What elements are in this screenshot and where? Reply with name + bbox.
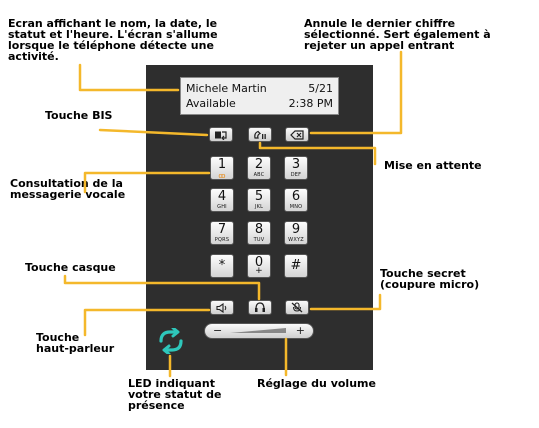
leader-messagerie <box>83 171 211 194</box>
callout-messagerie-line: messagerie vocale <box>10 188 126 201</box>
callout-annule-line: Annule le dernier chiffre <box>304 17 456 30</box>
key-letters: ABC <box>253 172 265 178</box>
leader-bis <box>98 128 209 137</box>
key-5[interactable]: 5 JKL <box>247 188 271 212</box>
presence-status: Available <box>186 97 236 110</box>
volume-wedge <box>230 328 286 333</box>
redial-icon <box>215 130 227 140</box>
key-4[interactable]: 4 GHI <box>210 188 234 212</box>
volume-up-button[interactable]: + <box>295 324 305 337</box>
key-8[interactable]: 8 TUV <box>247 221 271 245</box>
callout-casque: Touche casque <box>25 262 116 273</box>
key-digit: 3 <box>291 157 301 172</box>
key-digit: 1 <box>217 157 227 172</box>
backspace-button[interactable] <box>285 127 309 142</box>
phone-display: Michele Martin 5/21 Available 2:38 PM <box>180 77 339 115</box>
callout-annule-line: sélectionné. Sert également à <box>304 28 491 41</box>
volume-down-button[interactable]: − <box>213 324 223 337</box>
key-hash[interactable]: # <box>284 254 308 278</box>
key-digit: * <box>218 258 226 273</box>
key-3[interactable]: 3 DEF <box>284 156 308 180</box>
callout-attente-line: Mise en attente <box>384 159 482 172</box>
volume-control[interactable]: − + <box>204 323 314 339</box>
key-0[interactable]: 0 + <box>247 254 271 278</box>
callout-ecran-line: activité. <box>8 50 59 63</box>
leader-casque <box>63 274 261 301</box>
key-letters: GHI <box>217 204 227 210</box>
key-6[interactable]: 6 MNO <box>284 188 308 212</box>
callout-annule-line: rejeter un appel entrant <box>304 39 455 52</box>
leader-annule <box>309 50 403 135</box>
leader-hautparleur <box>83 308 211 337</box>
headset-icon <box>255 302 265 312</box>
key-digit: 7 <box>217 222 227 237</box>
display-time: 2:38 PM <box>288 97 333 110</box>
callout-led-line: votre statut de <box>128 388 222 401</box>
callout-hautparleur: Touche haut-parleur <box>36 332 114 354</box>
speaker-button[interactable] <box>210 300 234 315</box>
key-2[interactable]: 2 ABC <box>247 156 271 180</box>
callout-hautparleur-line: Touche <box>36 331 80 344</box>
key-digit: 2 <box>254 157 264 172</box>
key-letters: MNO <box>289 204 303 210</box>
callout-secret: Touche secret (coupure micro) <box>380 268 479 290</box>
callout-casque-line: Touche casque <box>25 261 116 274</box>
callout-ecran-line: Ecran affichant le nom, la date, le <box>8 17 218 30</box>
callout-secret-line: (coupure micro) <box>380 278 480 291</box>
callout-ecran-line: lorsque le téléphone détecte une <box>8 39 214 52</box>
key-digit: 4 <box>217 189 227 204</box>
redial-button[interactable] <box>209 127 233 142</box>
leader-ecran <box>78 63 180 92</box>
key-letters: + <box>255 266 263 276</box>
backspace-icon <box>290 129 304 140</box>
voicemail-icon: ꝏ <box>218 172 226 180</box>
phone-panel <box>146 65 373 370</box>
callout-ecran: Ecran affichant le nom, la date, le stat… <box>8 18 218 62</box>
key-digit: 9 <box>291 222 301 237</box>
key-letters: JKL <box>254 204 264 210</box>
callout-secret-line: Touche secret <box>380 267 466 280</box>
key-digit: 0 <box>254 255 264 270</box>
key-letters: WXYZ <box>288 237 304 243</box>
callout-led-line: LED indiquant <box>128 377 215 390</box>
key-7[interactable]: 7 PQRS <box>210 221 234 245</box>
key-1[interactable]: 1 ꝏ <box>210 156 234 180</box>
key-letters: TUV <box>253 237 265 243</box>
key-letters: DEF <box>290 172 302 178</box>
key-digit: 6 <box>291 189 301 204</box>
callout-messagerie-line: Consultation de la <box>10 177 123 190</box>
speaker-icon <box>216 302 227 313</box>
mute-button[interactable] <box>285 300 309 315</box>
callout-volume-line: Réglage du volume <box>257 377 376 390</box>
hold-icon <box>254 130 266 139</box>
key-star[interactable]: * <box>210 254 234 278</box>
key-digit: # <box>290 258 302 273</box>
callout-ecran-line: statut et l'heure. L'écran s'allume <box>8 28 218 41</box>
callout-messagerie: Consultation de la messagerie vocale <box>10 178 125 200</box>
display-date: 5/21 <box>308 82 333 95</box>
key-digit: 8 <box>254 222 264 237</box>
key-letters: PQRS <box>214 237 230 243</box>
callout-led-line: présence <box>128 399 185 412</box>
presence-led-icon <box>159 328 183 354</box>
leader-secret <box>309 293 382 311</box>
key-9[interactable]: 9 WXYZ <box>284 221 308 245</box>
callout-led: LED indiquant votre statut de présence <box>128 378 221 411</box>
callout-hautparleur-line: haut-parleur <box>36 342 115 355</box>
caller-name: Michele Martin <box>186 82 267 95</box>
leader-attente <box>258 141 377 166</box>
callout-bis-line: Touche BIS <box>45 109 113 122</box>
key-digit: 5 <box>254 189 264 204</box>
callout-bis: Touche BIS <box>45 110 112 121</box>
headset-button[interactable] <box>248 300 272 315</box>
callout-attente: Mise en attente <box>384 160 482 171</box>
hold-button[interactable] <box>248 127 272 142</box>
callout-annule: Annule le dernier chiffre sélectionné. S… <box>304 18 491 51</box>
callout-volume: Réglage du volume <box>257 378 376 389</box>
mute-icon <box>291 302 303 313</box>
